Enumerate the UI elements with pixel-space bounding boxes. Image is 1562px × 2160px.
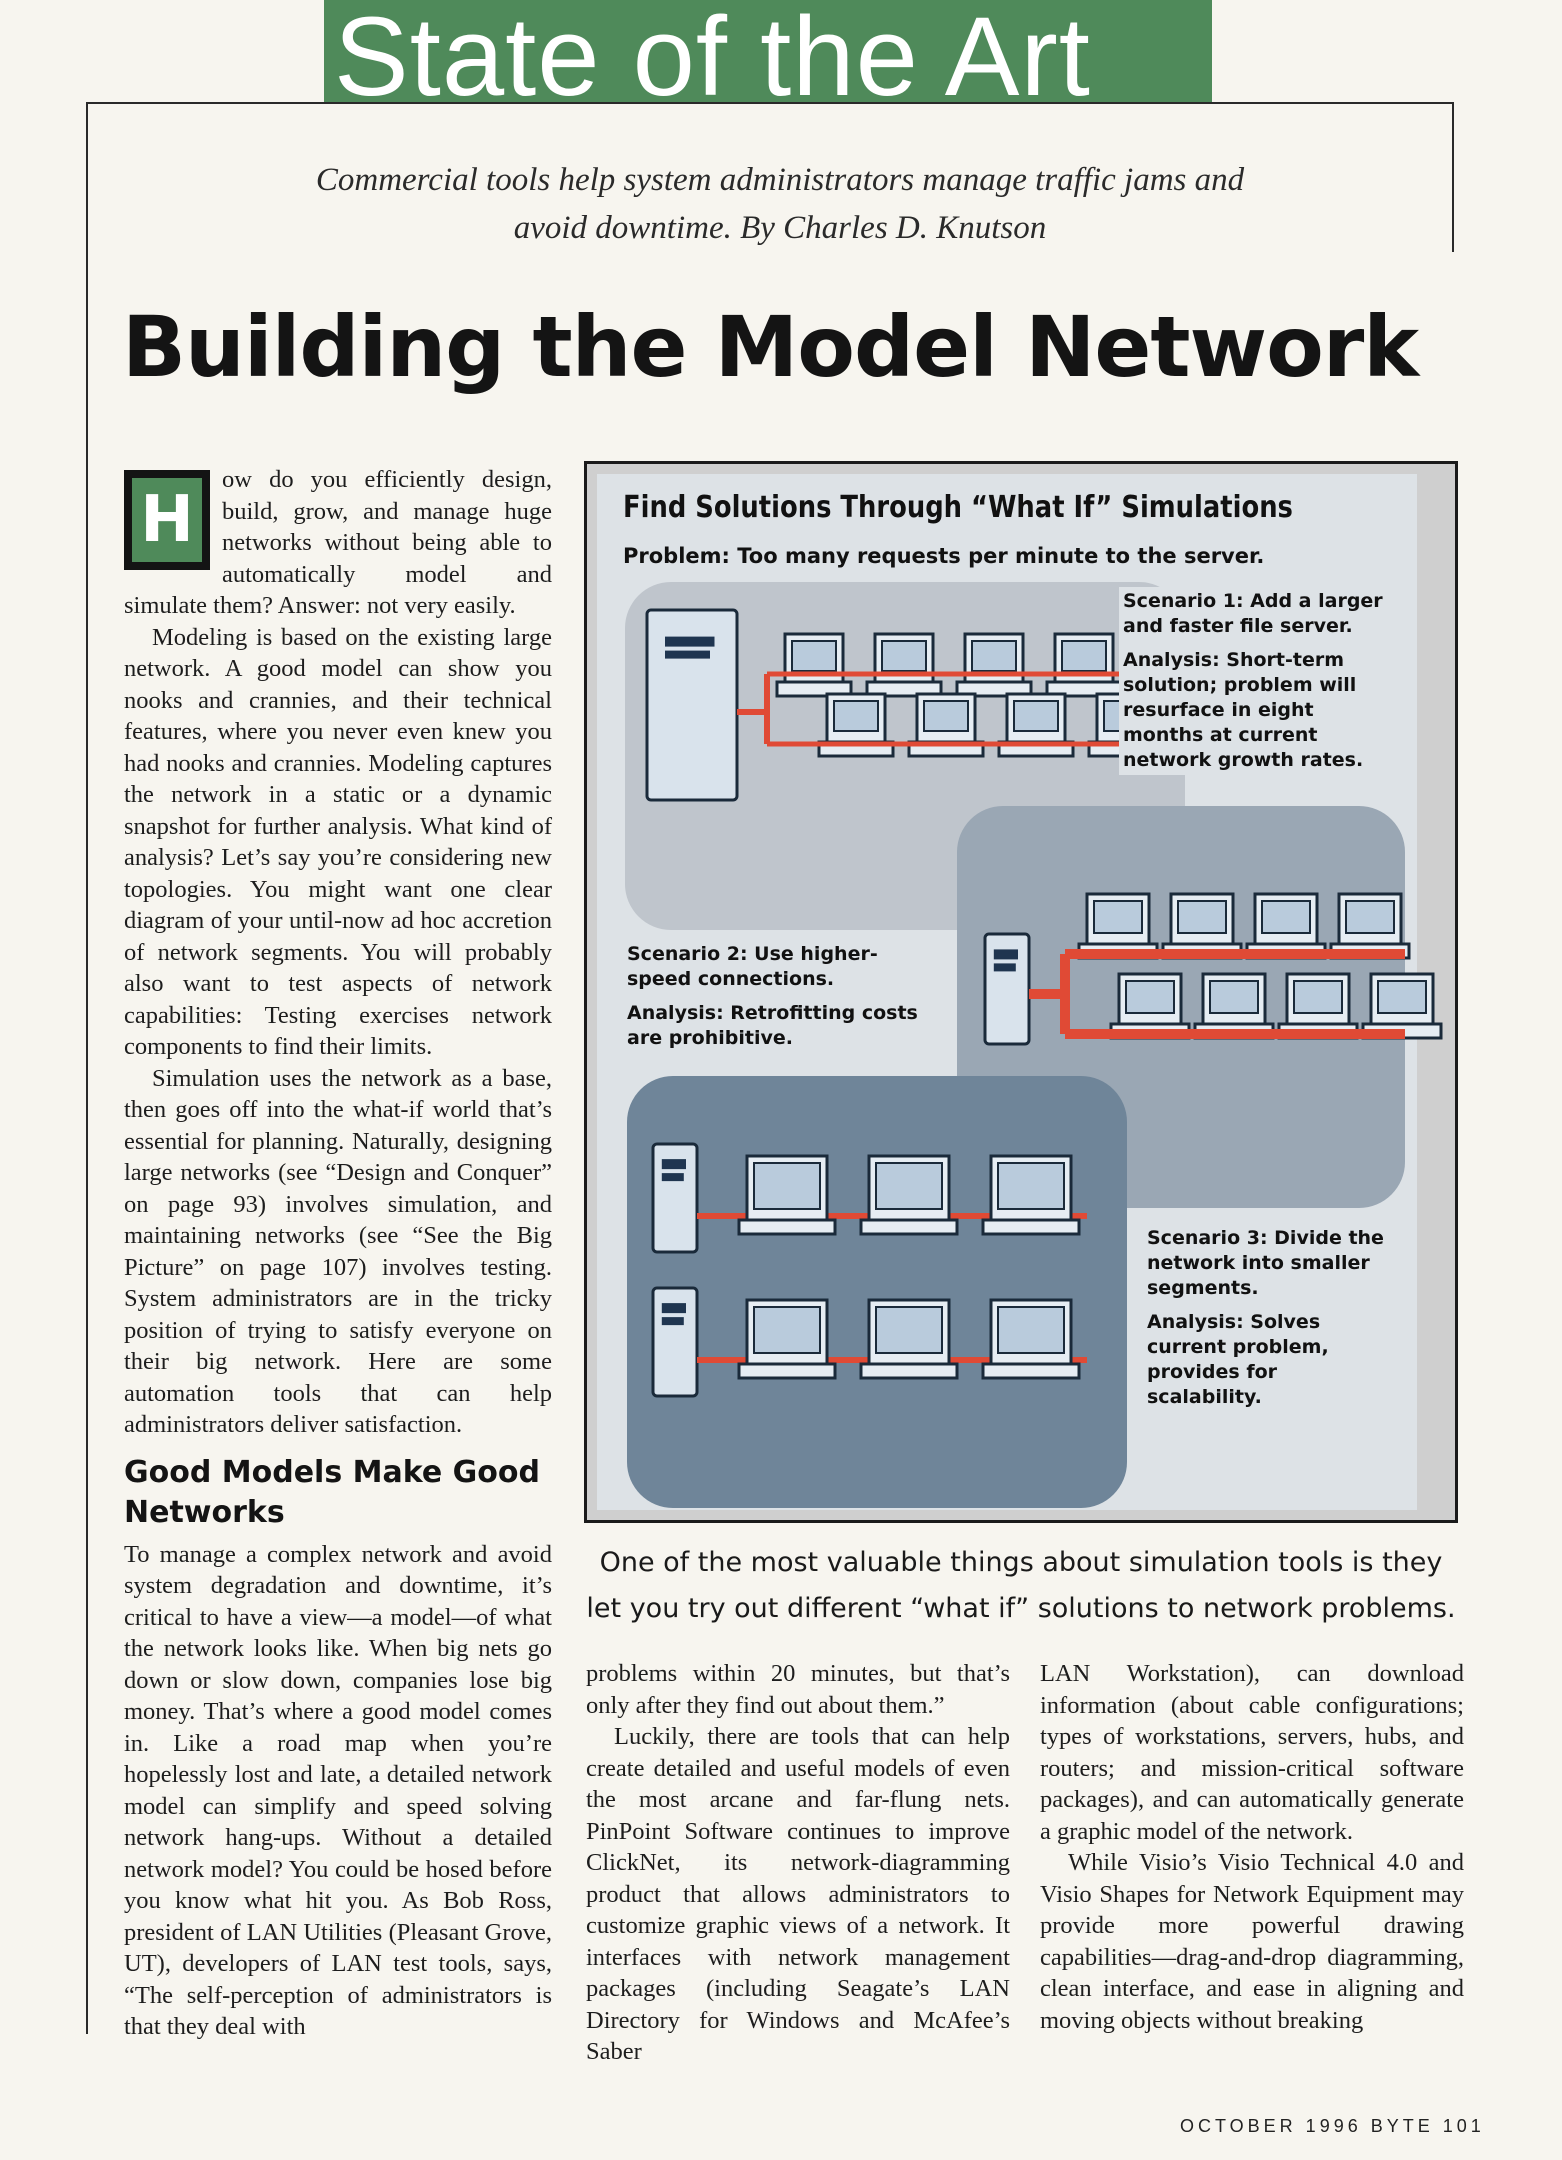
workstation-screen [971, 640, 1017, 672]
paragraph: Modeling is based on the existing large … [124, 623, 552, 1061]
workstation-screen [833, 700, 879, 732]
workstation-screen [923, 700, 969, 732]
workstation-screen [1061, 640, 1107, 672]
figure-title: Find Solutions Through “What If” Simulat… [623, 490, 1293, 525]
server-slot [993, 963, 1016, 972]
workstation-screen [753, 1162, 821, 1210]
paragraph: problems within 20 minutes, but that’s o… [586, 1660, 1010, 1719]
workstation-screen [875, 1306, 943, 1354]
paragraph: To manage a complex network and avoid sy… [124, 1540, 552, 2041]
article-headline: Building the Model Network [122, 298, 1419, 396]
server-slot [665, 650, 710, 659]
page-footer: OCTOBER 1996 BYTE 101 [1180, 2116, 1485, 2136]
server-slot [665, 636, 715, 647]
server-icon [651, 1142, 699, 1254]
workstation-screen [753, 1306, 821, 1354]
figure-what-if-simulations: Find Solutions Through “What If” Simulat… [584, 461, 1458, 1523]
workstation-screen [997, 1306, 1065, 1354]
frame-rule-top [86, 102, 1454, 104]
workstation-screen [881, 640, 927, 672]
workstation-screen [1093, 900, 1143, 934]
subhead: Good Models Make Good Networks [124, 1454, 540, 1530]
scenario-3: Scenario 3: Divide the network into smal… [1147, 1227, 1384, 1408]
scenario-2: Scenario 2: Use higher-speed connections… [627, 943, 918, 1049]
workstation-screen [875, 1162, 943, 1210]
paragraph: Simulation uses the network as a base, t… [124, 1064, 552, 1439]
dropcap: H [124, 470, 210, 570]
frame-rule-left [86, 102, 88, 2034]
workstation-keyboard [737, 1362, 837, 1380]
workstation-screen [997, 1162, 1065, 1210]
workstation-screen [1125, 980, 1175, 1014]
workstation-screen [1209, 980, 1259, 1014]
workstation-keyboard [859, 1218, 959, 1236]
section-label: State of the Art [324, 0, 1212, 104]
workstation-screen [1293, 980, 1343, 1014]
workstation-keyboard [981, 1218, 1081, 1236]
workstation-keyboard [737, 1218, 837, 1236]
paragraph: LAN Workstation), can download informati… [1040, 1660, 1464, 1845]
paragraph: ow do you efficiently design, build, gro… [124, 466, 552, 619]
workstation-keyboard [859, 1362, 959, 1380]
server-slot [993, 949, 1018, 960]
workstation-screen [1377, 980, 1427, 1014]
server-icon [651, 1286, 699, 1398]
workstation-screen [1013, 700, 1059, 732]
server-slot [661, 1303, 686, 1314]
workstation-screen [1177, 900, 1227, 934]
frame-rule-right [1452, 102, 1454, 252]
article-deck: Commercial tools help system administrat… [315, 162, 1245, 246]
workstation-keyboard [981, 1362, 1081, 1380]
paragraph: Luckily, there are tools that can help c… [586, 1723, 1010, 2065]
workstation-screen [791, 640, 837, 672]
scenario-1: Scenario 1: Add a larger and faster file… [1119, 587, 1387, 775]
figure-problem: Problem: Too many requests per minute to… [623, 544, 1265, 568]
workstation-screen [1345, 900, 1395, 934]
server-slot [661, 1159, 686, 1170]
column-3: LAN Workstation), can download informati… [1040, 1658, 1464, 2036]
figure-caption: One of the most valuable things about si… [586, 1547, 1456, 1624]
network-diagram [625, 582, 1443, 1508]
column-1: H ow do you efficiently design, build, g… [124, 464, 552, 2043]
server-slot [661, 1317, 684, 1326]
scenario-3-panel [627, 1076, 1127, 1508]
paragraph: While Visio’s Visio Technical 4.0 and Vi… [1040, 1849, 1464, 2034]
workstation-screen [1261, 900, 1311, 934]
server-slot [661, 1173, 684, 1182]
column-2: problems within 20 minutes, but that’s o… [586, 1658, 1010, 2068]
